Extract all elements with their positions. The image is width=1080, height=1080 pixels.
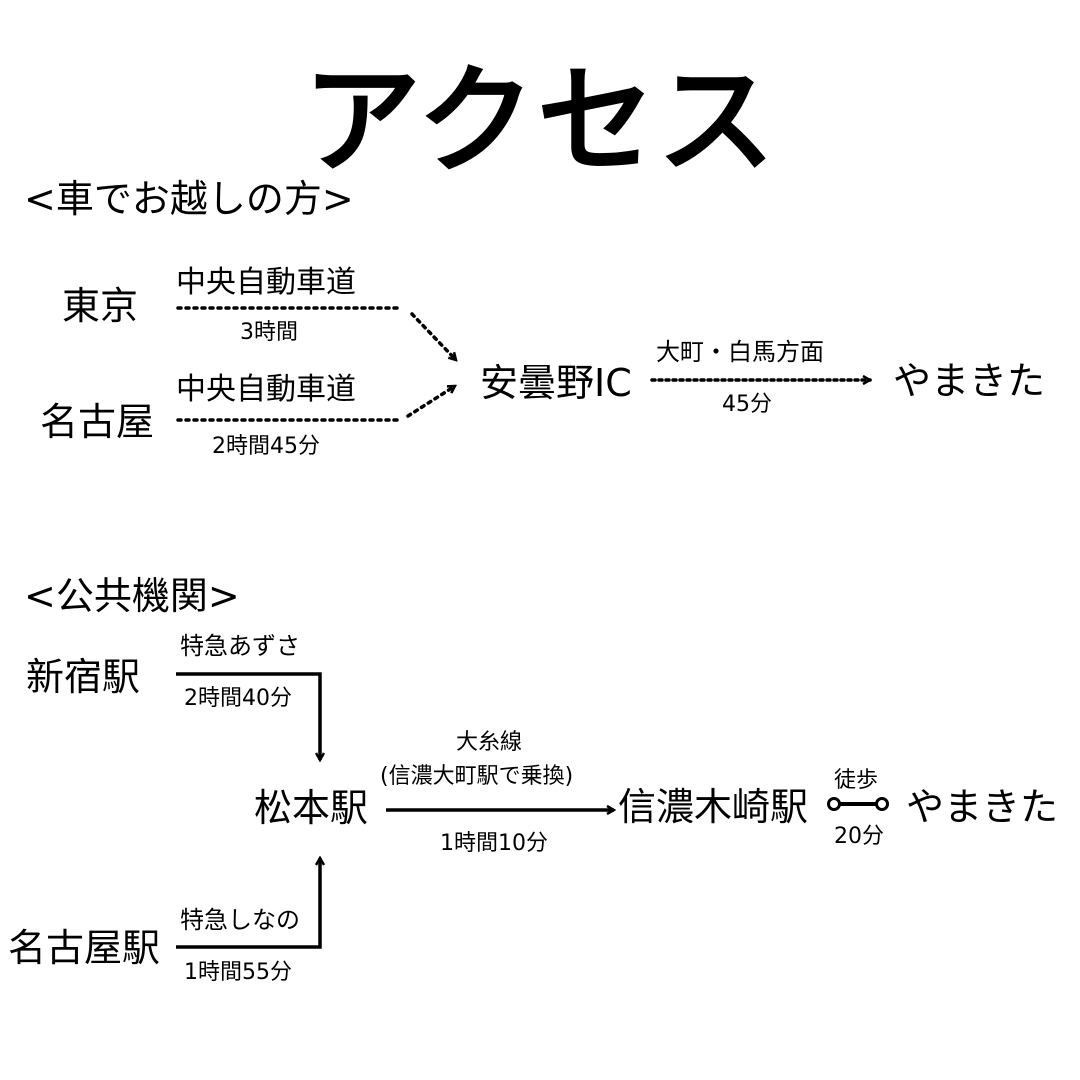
- oito-line-time: 1時間10分: [440, 831, 548, 856]
- shinjuku-train-label: 特急あずさ: [180, 632, 300, 660]
- car-destination-yamakita: やまきた: [893, 359, 1046, 403]
- tokyo-to-ic-arrow: [410, 312, 458, 360]
- transit-destination-yamakita: やまきた: [906, 785, 1059, 829]
- transit-section-heading: <公共機関>: [24, 574, 240, 618]
- nagoya-travel-time: 2時間45分: [212, 434, 320, 459]
- nagoya-to-ic-arrow: [406, 384, 455, 418]
- origin-shinjuku-station: 新宿駅: [26, 655, 141, 699]
- nagoya-road-label: 中央自動車道: [176, 372, 356, 407]
- walk-start-dot: [827, 797, 841, 811]
- shinjuku-travel-time: 2時間40分: [184, 686, 292, 711]
- nagoya-to-matsumoto-arrow: [176, 858, 320, 949]
- final-drive-time: 45分: [722, 392, 772, 417]
- page-title: アクセス: [302, 52, 778, 190]
- walk-label: 徒歩: [834, 768, 879, 793]
- nagoya-train-label: 特急しなの: [180, 906, 300, 934]
- azumino-interchange: 安曇野IC: [480, 361, 632, 405]
- shinjuku-to-matsumoto-arrow: [176, 672, 320, 760]
- walk-time: 20分: [834, 824, 884, 849]
- tokyo-travel-time: 3時間: [240, 320, 298, 345]
- nagoya-travel-time-transit: 1時間55分: [184, 960, 292, 985]
- origin-nagoya: 名古屋: [40, 400, 155, 444]
- shinano-kizaki-station: 信濃木崎駅: [618, 785, 809, 829]
- car-section-heading: <車でお越しの方>: [24, 177, 354, 221]
- transfer-note: (信濃大町駅で乗換): [380, 764, 574, 789]
- walk-end-dot: [875, 797, 889, 811]
- matsumoto-station: 松本駅: [254, 786, 369, 830]
- omachi-hakuba-direction: 大町・白馬方面: [656, 338, 824, 366]
- oito-line-label: 大糸線: [456, 730, 523, 755]
- origin-tokyo: 東京: [62, 284, 139, 328]
- tokyo-road-label: 中央自動車道: [176, 265, 356, 300]
- origin-nagoya-station: 名古屋駅: [8, 926, 161, 970]
